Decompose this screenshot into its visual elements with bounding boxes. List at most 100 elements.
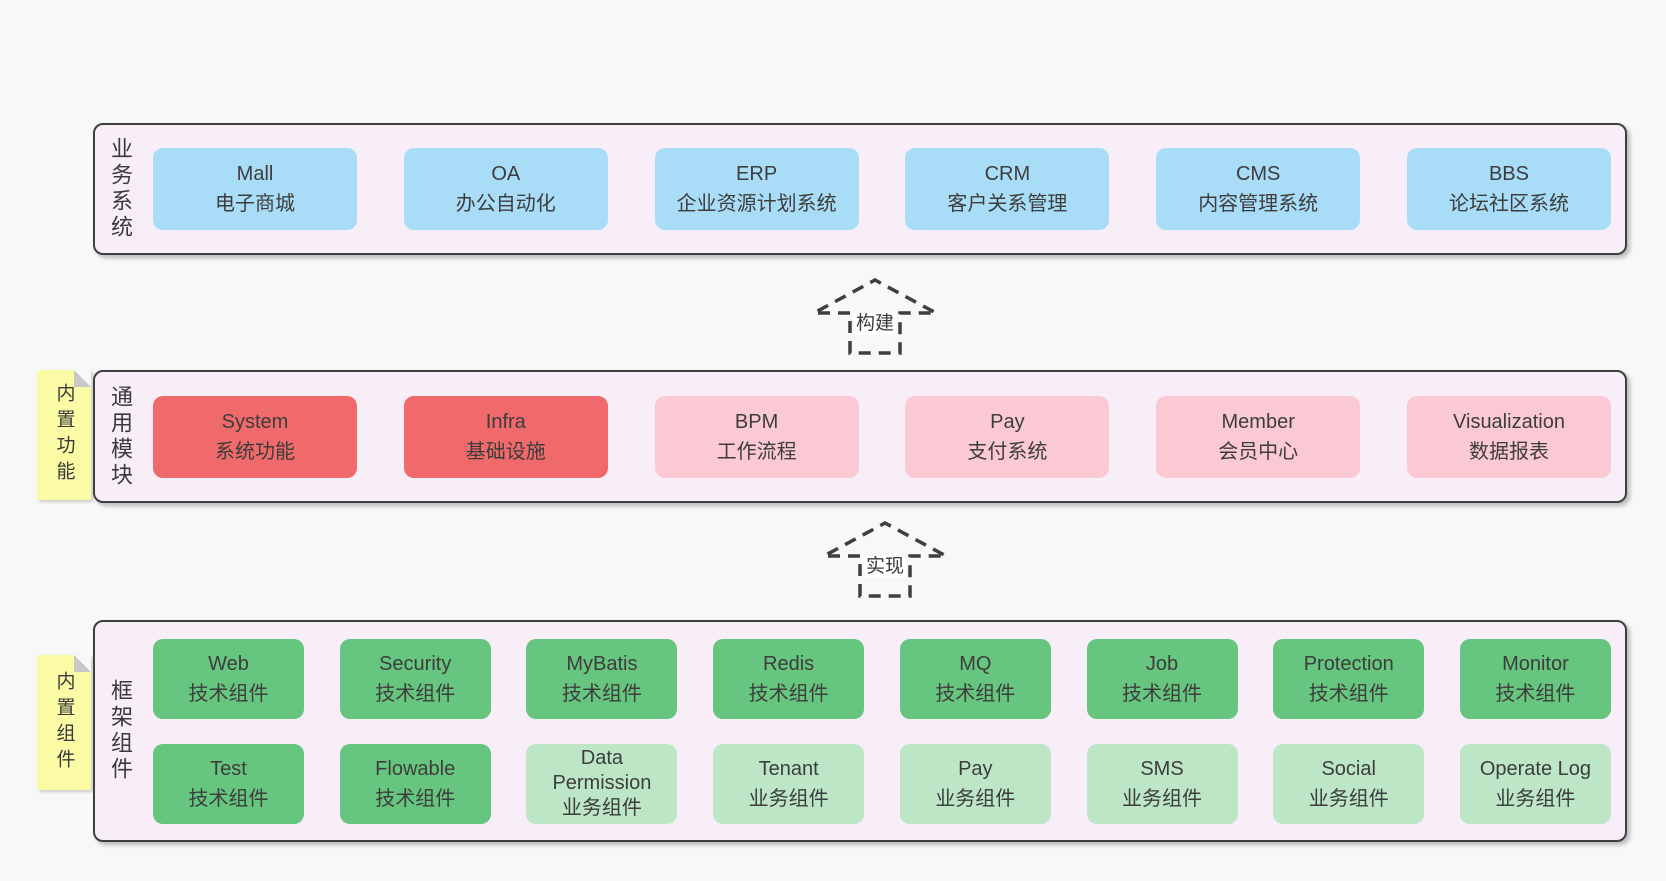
box-title: MyBatis — [566, 652, 638, 675]
framework-row-1: Web 技术组件 Security 技术组件 MyBatis 技术组件 Redi… — [153, 638, 1611, 719]
box-bpm: BPM 工作流程 — [654, 395, 859, 478]
box-subtitle: 企业资源计划系统 — [676, 193, 837, 215]
box-title: Monitor — [1502, 652, 1569, 675]
box-title: CMS — [1235, 163, 1281, 185]
band-framework-components: 框架组件 Web 技术组件 Security 技术组件 MyBatis 技术组件… — [93, 620, 1627, 842]
box-operate-log: Operate Log 业务组件 — [1459, 743, 1611, 824]
box-title: BBS — [1488, 163, 1529, 185]
box-flowable: Flowable 技术组件 — [339, 743, 491, 824]
box-title: SMS — [1140, 757, 1184, 780]
band-label-business-systems: 业务系统 — [108, 137, 133, 241]
box-subtitle: 系统功能 — [215, 440, 295, 463]
box-subtitle: 论坛社区系统 — [1448, 193, 1569, 215]
box-title: Pay — [990, 410, 1025, 433]
box-subtitle: 业务组件 — [1495, 787, 1576, 810]
box-title: CRM — [984, 163, 1031, 185]
box-system: System 系统功能 — [153, 395, 357, 478]
box-title: Pay — [958, 757, 993, 780]
box-title: Redis — [763, 652, 815, 675]
box-subtitle: 会员中心 — [1218, 440, 1299, 463]
band-business-systems-boxes: Mall 电子商城 OA 办公自动化 ERP 企业资源计划系统 CRM 客户关系… — [153, 125, 1611, 253]
box-crm: CRM 客户关系管理 — [905, 148, 1110, 230]
box-subtitle: 技术组件 — [1308, 682, 1389, 705]
sticky-note-text: 内置组件 — [53, 670, 75, 775]
box-title: Operate Log — [1479, 757, 1592, 780]
box-visualization: Visualization 数据报表 — [1406, 395, 1611, 478]
box-title: Mall — [236, 163, 274, 185]
box-title: Infra — [485, 410, 526, 433]
box-monitor: Monitor 技术组件 — [1459, 638, 1611, 719]
box-security: Security 技术组件 — [339, 638, 491, 719]
box-job: Job 技术组件 — [1086, 638, 1238, 719]
box-subtitle: 技术组件 — [935, 682, 1016, 705]
box-pay: Pay 支付系统 — [905, 395, 1110, 478]
band-business-systems: 业务系统 Mall 电子商城 OA 办公自动化 ERP 企业资源计划系统 CRM… — [93, 123, 1627, 255]
box-web: Web 技术组件 — [153, 638, 304, 719]
box-subtitle: 技术组件 — [1495, 682, 1576, 705]
box-title: Visualization — [1453, 410, 1565, 433]
box-subtitle: 技术组件 — [1122, 682, 1203, 705]
box-subtitle: 客户关系管理 — [947, 193, 1068, 215]
implement-arrow-label: 实现 — [863, 556, 907, 578]
box-subtitle: 技术组件 — [748, 682, 829, 705]
box-tenant: Tenant 业务组件 — [713, 743, 865, 824]
box-test: Test 技术组件 — [153, 743, 304, 824]
build-arrow: 构建 — [812, 277, 938, 355]
band-label-framework-components: 框架组件 — [108, 679, 133, 783]
box-title: Job — [1145, 652, 1179, 675]
box-title: Flowable — [375, 757, 456, 780]
box-subtitle: 业务组件 — [1122, 787, 1203, 810]
box-redis: Redis 技术组件 — [713, 638, 865, 719]
box-mall: Mall 电子商城 — [153, 148, 357, 230]
implement-arrow: 实现 — [822, 520, 948, 598]
box-subtitle: 工作流程 — [716, 440, 797, 463]
box-title: Data Permission — [552, 747, 652, 794]
box-subtitle: 业务组件 — [1308, 787, 1389, 810]
box-oa: OA 办公自动化 — [403, 148, 608, 230]
box-title: Web — [208, 652, 249, 675]
box-protection: Protection 技术组件 — [1273, 638, 1425, 719]
box-data-permission: Data Permission 业务组件 — [526, 743, 678, 824]
box-title: Social — [1321, 757, 1376, 780]
box-subtitle: 技术组件 — [561, 682, 642, 705]
box-title: Protection — [1303, 652, 1394, 675]
box-title: Tenant — [758, 757, 819, 780]
box-subtitle: 数据报表 — [1468, 440, 1549, 463]
box-title: Security — [379, 652, 452, 675]
box-title: ERP — [736, 163, 778, 185]
box-subtitle: 业务组件 — [748, 787, 829, 810]
box-title: BPM — [734, 410, 779, 433]
band-label-common-modules: 通用模块 — [108, 384, 133, 489]
band-framework-components-boxes: Web 技术组件 Security 技术组件 MyBatis 技术组件 Redi… — [153, 622, 1611, 840]
box-pay-business: Pay 业务组件 — [899, 743, 1051, 824]
box-infra: Infra 基础设施 — [403, 395, 608, 478]
box-subtitle: 办公自动化 — [455, 193, 556, 215]
box-title: Test — [210, 757, 247, 780]
box-bbs: BBS 论坛社区系统 — [1406, 148, 1611, 230]
box-subtitle: 技术组件 — [375, 787, 456, 810]
box-title: OA — [491, 163, 521, 185]
box-subtitle: 内容管理系统 — [1198, 193, 1319, 215]
band-common-modules: 通用模块 System 系统功能 Infra 基础设施 BPM 工作流程 Pay… — [93, 370, 1627, 503]
box-title: MQ — [959, 652, 992, 675]
box-mybatis: MyBatis 技术组件 — [526, 638, 678, 719]
box-subtitle: 技术组件 — [188, 682, 269, 705]
box-mq: MQ 技术组件 — [899, 638, 1051, 719]
box-subtitle: 业务组件 — [561, 797, 642, 819]
box-subtitle: 支付系统 — [967, 440, 1048, 463]
box-subtitle: 基础设施 — [465, 440, 546, 463]
box-cms: CMS 内容管理系统 — [1156, 148, 1361, 230]
build-arrow-label: 构建 — [853, 313, 897, 335]
box-sms: SMS 业务组件 — [1086, 743, 1238, 824]
box-member: Member 会员中心 — [1156, 395, 1361, 478]
framework-row-2: Test 技术组件 Flowable 技术组件 Data Permission … — [153, 743, 1611, 824]
box-title: System — [221, 410, 289, 433]
band-common-modules-boxes: System 系统功能 Infra 基础设施 BPM 工作流程 Pay 支付系统… — [153, 372, 1611, 501]
up-arrow-icon — [813, 278, 937, 355]
box-title: Member — [1221, 410, 1295, 433]
up-arrow-icon — [823, 521, 947, 598]
box-erp: ERP 企业资源计划系统 — [654, 148, 859, 230]
sticky-note-builtin-features: 内置功能 — [37, 370, 91, 500]
sticky-note-builtin-components: 内置组件 — [37, 655, 91, 790]
